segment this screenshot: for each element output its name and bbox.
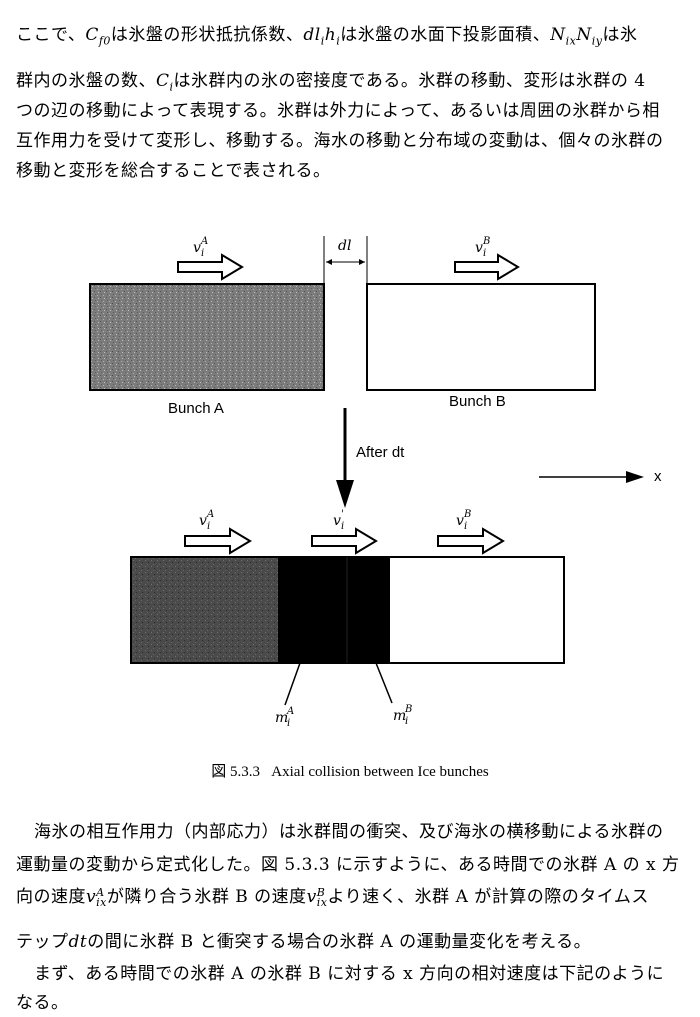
intro-line-1: ここで、Cf0は氷盤の形状抵抗係数、dlihiは氷盤の水面下投影面積、NixNi…	[16, 20, 637, 47]
var-subscript: ix	[96, 895, 107, 909]
svg-text:m: m	[393, 708, 406, 724]
text-span: テップ	[16, 932, 69, 952]
text-span: は氷	[602, 25, 638, 45]
text-span: 群内の氷盤の数、	[16, 71, 156, 91]
x-axis-label: x	[654, 468, 662, 485]
var-letter: N	[550, 25, 566, 45]
superscript: A	[206, 509, 214, 520]
arrow-vb-top	[454, 253, 520, 281]
text-span: より速く、氷群 A が計算の際のタイムス	[327, 887, 649, 907]
var-subscript: i	[336, 34, 341, 48]
caption-number: 図 5.3.3	[211, 764, 261, 780]
intro-line-2: 群内の氷盤の数、Ciは氷群内の氷の密接度である。氷群の移動、変形は氷群の 4	[16, 66, 646, 93]
body-line-4: テップdtの間に氷群 B と衝突する場合の氷群 A の運動量変化を考える。	[16, 927, 591, 952]
collision-figure: v i A v i B dl Bunch A Bunch B	[89, 236, 662, 729]
svg-text:v: v	[199, 513, 207, 529]
text-span: の間に氷群 B と衝突する場合の氷群 A の運動量変化を考える。	[87, 932, 592, 952]
var-subscript: i	[169, 80, 174, 94]
x-axis-arrow	[539, 471, 644, 483]
caption-text: Axial collision between Ice bunches	[271, 764, 489, 780]
subscript: i	[405, 716, 408, 727]
dl-gap-marker: dl	[323, 236, 368, 286]
var-subscript: f0	[98, 34, 111, 48]
svg-text:v: v	[456, 513, 464, 529]
superscript: B	[463, 509, 471, 520]
arrow-va-bottom	[184, 527, 252, 555]
arrow-vb-bottom	[437, 527, 505, 555]
var-letter: C	[85, 25, 99, 45]
subscript: i	[341, 521, 344, 532]
text-span: ここで、	[16, 25, 86, 45]
text-span: が隣り合う氷群 B の速度	[106, 887, 307, 907]
intro-line-5: 移動と変形を総合することで表される。	[16, 161, 331, 181]
bunch-b-label: Bunch B	[449, 393, 506, 410]
text-span: は氷盤の形状抵抗係数、	[110, 25, 304, 45]
var-subscript: ix	[316, 895, 328, 909]
bunch-a-label: Bunch A	[168, 400, 224, 417]
bunch-a-top	[89, 283, 325, 391]
var-subscript: i	[320, 34, 325, 48]
var-superscript: B	[316, 885, 326, 899]
var-letter: N	[576, 25, 592, 45]
intro-line-4: 互作用力を受けて変形し、移動する。海水の移動と分布域の変動は、個々の氷群の	[16, 131, 664, 151]
text-span: 向の速度	[16, 887, 86, 907]
body-line-5: まず、ある時間での氷群 A の氷群 B に対する x 方向の相対速度は下記のよう…	[34, 964, 665, 984]
bunch-b-top	[366, 283, 596, 391]
dl-label: dl	[338, 238, 351, 254]
superscript: B	[404, 704, 412, 715]
var-nn: NixNiy	[550, 25, 603, 48]
label-va-top: v i A	[193, 236, 208, 259]
svg-text:v: v	[193, 240, 201, 256]
text-span: は氷盤の水面下投影面積、	[340, 25, 551, 45]
subscript: i	[464, 521, 467, 532]
subscript: i	[201, 248, 204, 259]
svg-text:v: v	[475, 240, 483, 256]
var-superscript: A	[96, 885, 105, 899]
var-cf: Cf0	[85, 25, 111, 48]
var-letter: dl	[303, 25, 321, 45]
label-vb-bottom: v i B	[456, 509, 471, 532]
body-line-6: なる。	[16, 993, 69, 1013]
label-va-bottom: v i A	[199, 509, 214, 532]
text-span: は氷群内の氷の密接度である。氷群の移動、変形は氷群の 4	[173, 71, 646, 91]
var-letter: h	[324, 25, 337, 45]
overlap-mass-a	[278, 556, 348, 664]
label-vb-top: v i B	[475, 236, 490, 259]
label-ma: m i A	[275, 706, 294, 729]
after-dt-label: After dt	[356, 444, 405, 461]
var-dlh: dlihi	[303, 25, 341, 48]
arrow-vp-bottom	[311, 527, 378, 555]
superscript: A	[200, 236, 208, 247]
subscript: i	[207, 521, 210, 532]
var-letter: v	[86, 887, 97, 907]
var-letter: v	[306, 887, 317, 907]
subscript: i	[287, 718, 290, 729]
var-subscript: iy	[591, 34, 603, 48]
label-mb: m i B	[393, 704, 412, 727]
bunch-b-bottom	[388, 556, 565, 664]
overlap-mass-b	[346, 556, 390, 664]
var-dt: dt	[68, 932, 88, 952]
bunch-a-bottom	[130, 556, 280, 664]
body-line-2: 運動量の変動から定式化した。図 5.3.3 に示すように、ある時間での氷群 A …	[16, 855, 680, 875]
intro-line-3: つの辺の移動によって表現する。氷群は外力によって、あるいは周囲の氷群から相	[16, 101, 660, 121]
var-letter: C	[156, 71, 170, 91]
label-vp-bottom: v i '	[333, 509, 344, 532]
after-dt-arrow	[336, 408, 354, 508]
subscript: i	[483, 248, 486, 259]
var-ci: Ci	[156, 71, 174, 94]
svg-text:m: m	[275, 710, 288, 726]
figure-caption: 図 5.3.3 Axial collision between Ice bunc…	[0, 760, 700, 781]
superscript: A	[286, 706, 294, 717]
var-subscript: ix	[565, 34, 577, 48]
arrow-va-top	[177, 253, 244, 281]
superscript: '	[341, 509, 344, 520]
body-line-1: 海氷の相互作用力（内部応力）は氷群間の衝突、及び海氷の横移動による氷群の	[34, 822, 664, 842]
superscript: B	[482, 236, 490, 247]
svg-text:v: v	[333, 513, 341, 529]
